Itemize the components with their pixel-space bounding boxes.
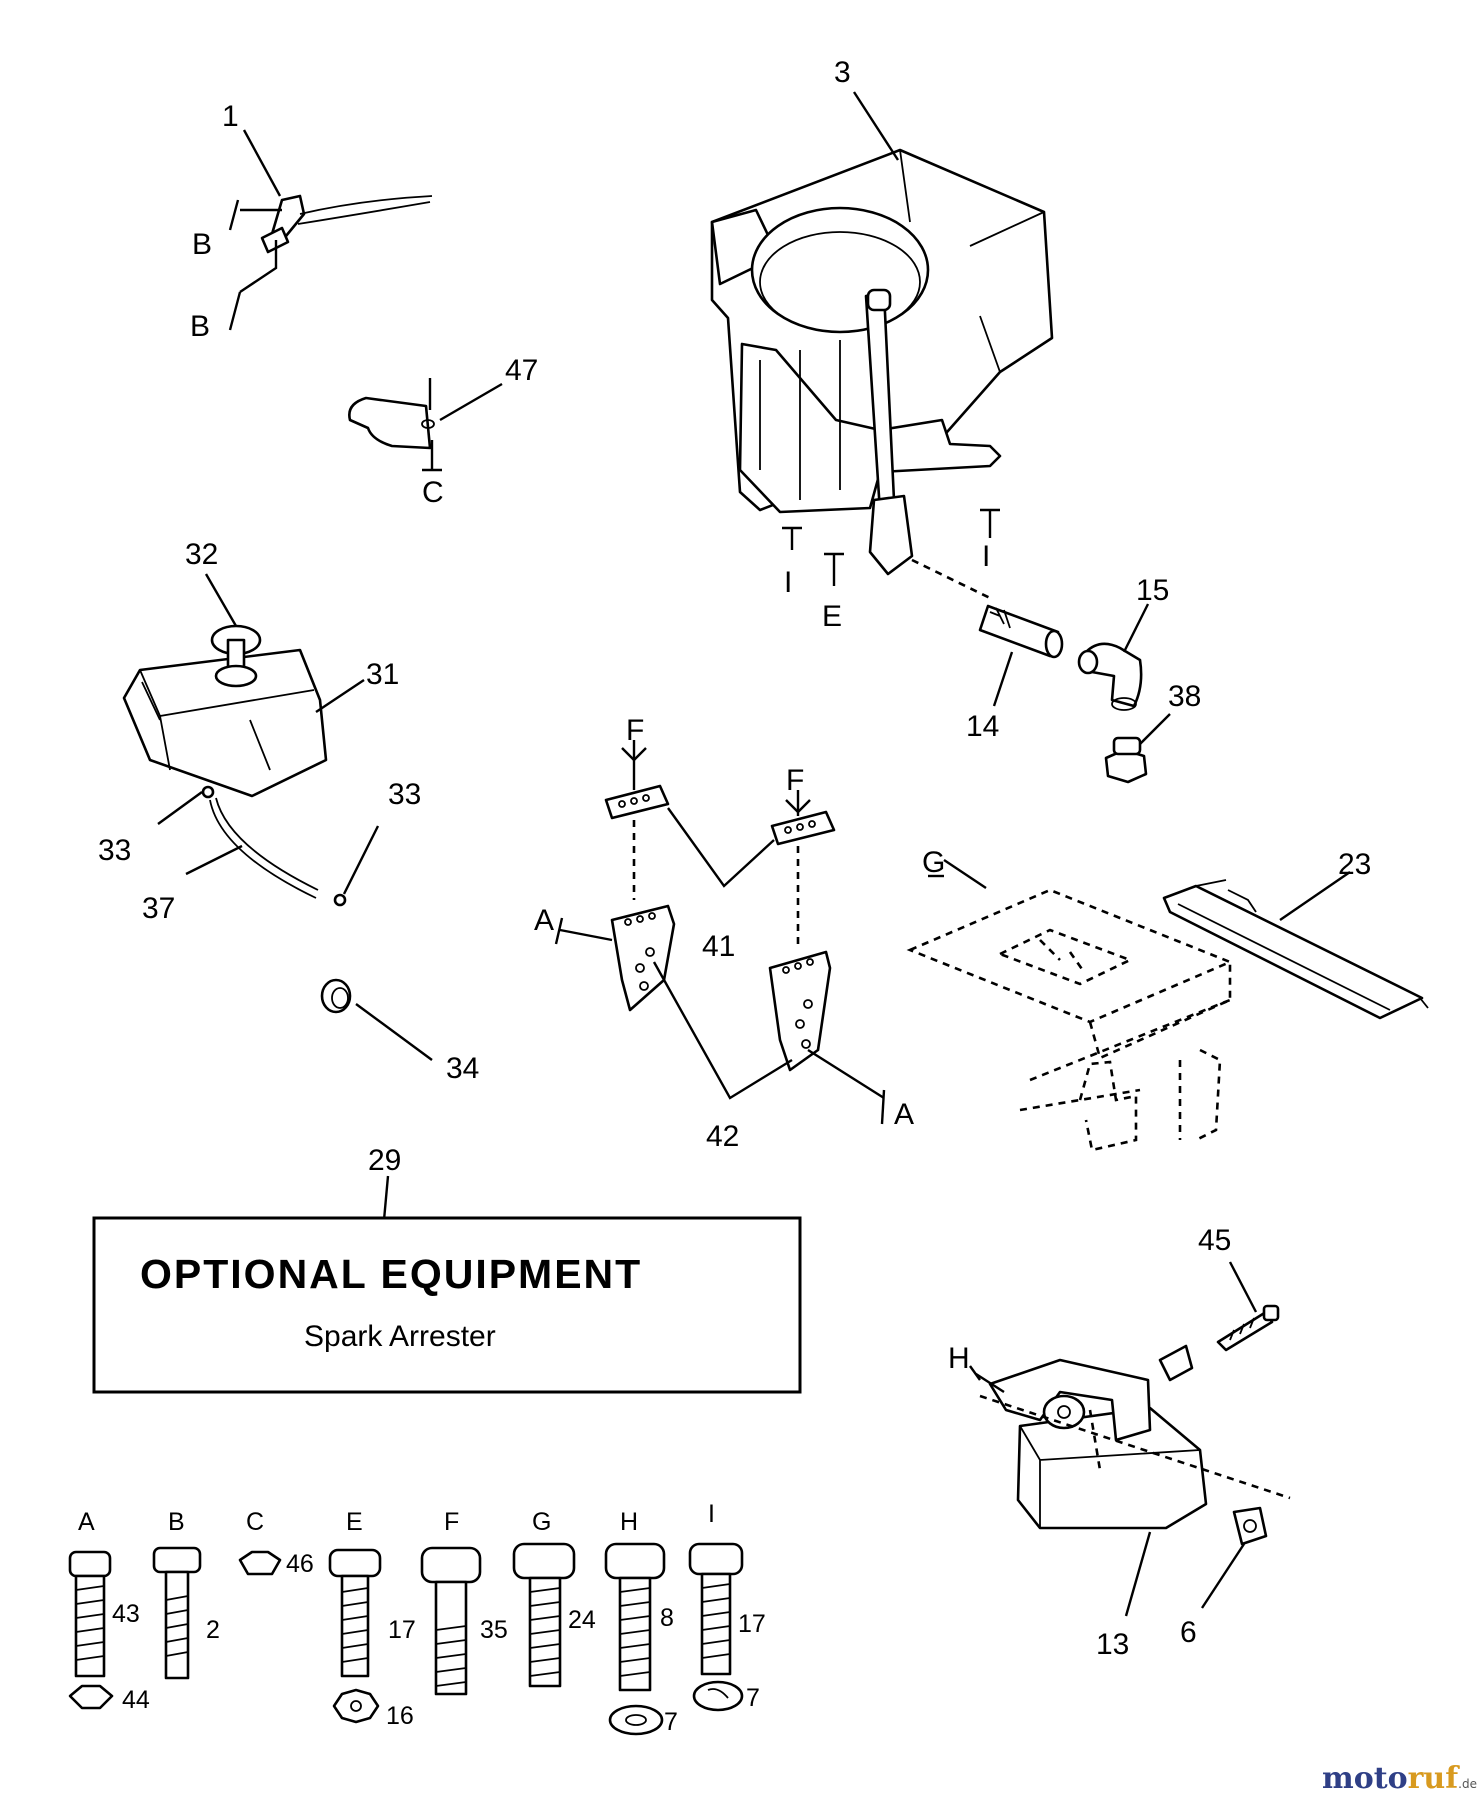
fuel-tank-drawing (122, 573, 365, 798)
optional-equipment-subtitle: Spark Arrester (304, 1320, 496, 1353)
mounting-brackets-drawing (554, 740, 886, 1125)
callout-45: 45 (1198, 1224, 1231, 1257)
callout-3: 3 (834, 56, 851, 89)
callout-15: 15 (1136, 574, 1169, 607)
hardware-part-g: 24 (568, 1606, 596, 1634)
letter-i-left: I (784, 566, 792, 599)
watermark-suffix: .de (1458, 1777, 1477, 1791)
letter-f-right: F (786, 764, 804, 797)
callout-13: 13 (1096, 1628, 1129, 1661)
hardware-part-f: 35 (480, 1616, 508, 1644)
watermark-brand-part2: ruf (1408, 1761, 1461, 1796)
letter-e: E (822, 600, 842, 633)
letter-g-chassis: G (922, 846, 945, 879)
throttle-lever-drawing (228, 129, 433, 331)
optional-equipment-title: OPTIONAL EQUIPMENT (140, 1251, 642, 1297)
callout-38: 38 (1168, 680, 1201, 713)
callout-6: 6 (1180, 1616, 1197, 1649)
hardware-part-b: 2 (206, 1616, 220, 1644)
hardware-key-row: A 43 44 B 2 C 46 E 17 16 F 35 G (68, 1500, 766, 1736)
letter-i-right: I (982, 540, 990, 573)
letter-f-left: F (626, 714, 644, 747)
hardware-extra-e: 16 (386, 1702, 414, 1730)
brand-watermark: motoruf.de (1322, 1761, 1477, 1796)
optional-equipment-box (92, 1216, 802, 1394)
letter-h-muffler: H (948, 1342, 970, 1375)
hardware-part-c: 46 (286, 1550, 314, 1578)
hardware-key-f: F (444, 1508, 459, 1536)
hardware-part-a: 43 (112, 1600, 140, 1628)
callout-1: 1 (222, 100, 239, 133)
pipe-nipple-drawing (978, 604, 1064, 707)
hardware-key-h: H (620, 1508, 638, 1536)
hardware-part-e: 17 (388, 1616, 416, 1644)
letter-a-left: A (534, 904, 554, 937)
chassis-shield-drawing (906, 859, 1429, 1152)
callout-32: 32 (185, 538, 218, 571)
hardware-key-c: C (246, 1508, 264, 1536)
hardware-key-e: E (346, 1508, 363, 1536)
hardware-key-g: G (532, 1508, 551, 1536)
hardware-extra-h: 7 (664, 1708, 678, 1736)
letter-b-top: B (192, 228, 212, 261)
callout-37: 37 (142, 892, 175, 925)
callout-42: 42 (706, 1120, 739, 1153)
callout-31: 31 (366, 658, 399, 691)
hardware-key-a: A (78, 1508, 95, 1536)
letter-c-bracket: C (422, 476, 444, 509)
callout-41: 41 (702, 930, 735, 963)
callout-47: 47 (505, 354, 538, 387)
hardware-part-i: 17 (738, 1610, 766, 1638)
hardware-key-b: B (168, 1508, 185, 1536)
grommet-drawing (320, 978, 433, 1061)
callout-33-left: 33 (98, 834, 131, 867)
letter-a-right: A (894, 1098, 914, 1131)
callout-33-right: 33 (388, 778, 421, 811)
hardware-extra-i: 7 (746, 1684, 760, 1712)
engine-drawing (710, 91, 1054, 600)
letter-b-bottom: B (190, 310, 210, 343)
plug-drawing (1104, 713, 1171, 784)
hardware-extra-a: 44 (122, 1686, 150, 1714)
callout-23: 23 (1338, 848, 1371, 881)
callout-29: 29 (368, 1144, 401, 1177)
callout-29-line (382, 1175, 390, 1221)
bracket-47-drawing (348, 378, 503, 472)
elbow-drawing (1077, 603, 1150, 711)
watermark-brand-part1: moto (1322, 1761, 1408, 1796)
callout-14: 14 (966, 710, 999, 743)
callout-34: 34 (446, 1052, 479, 1085)
hardware-key-i: I (708, 1500, 715, 1528)
spark-arrester-drawing (969, 1261, 1291, 1617)
svg-text:motoruf.de: motoruf.de (1322, 1761, 1477, 1796)
fuel-line-drawing (157, 785, 380, 907)
hardware-part-h: 8 (660, 1604, 674, 1632)
